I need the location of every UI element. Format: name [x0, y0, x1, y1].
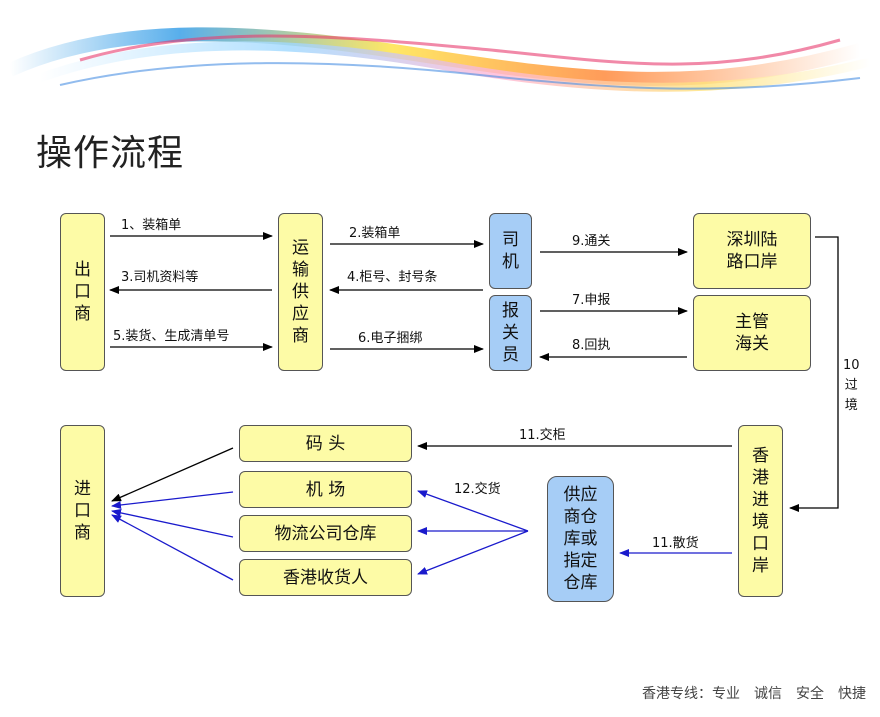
driver-char: 司: [502, 230, 519, 250]
airport-box: 机 场: [239, 471, 412, 508]
customs-line: 海关: [735, 334, 769, 354]
label-1: 1、装箱单: [121, 218, 182, 233]
supplier-warehouse-box: 供应商仓库或指定仓库: [547, 476, 614, 602]
label-5: 5.装货、生成清单号: [113, 329, 230, 344]
label-4: 4.柜号、封号条: [347, 270, 438, 285]
label-10: 10 过 境: [843, 356, 860, 416]
supplier-line: 商仓: [563, 507, 598, 527]
label-10-char: 过: [844, 378, 858, 393]
label-10-char: 境: [844, 398, 858, 413]
exporter-char: 出: [74, 260, 91, 280]
hk-port-char: 进: [752, 490, 769, 510]
exporter-box: 出口商: [60, 213, 105, 371]
customs-broker-box: 报关员: [489, 295, 532, 371]
pier-label: 码 头: [305, 433, 346, 454]
driver-char: 机: [502, 252, 519, 272]
hk-port-char: 岸: [752, 556, 769, 576]
arrow-warehouse-importer: [111, 508, 234, 538]
hk-port-char: 境: [752, 512, 769, 532]
exporter-char: 商: [74, 304, 91, 324]
arrow-consignee-importer: [111, 514, 234, 581]
label-9: 9.通关: [572, 234, 611, 249]
label-11-handover: 11.交柜: [519, 428, 566, 443]
footer-slogan: 香港专线：专业 诚信 安全 快捷: [642, 686, 866, 702]
pier-box: 码 头: [239, 425, 412, 462]
hk-port-char: 口: [752, 534, 769, 554]
arrow-12-airport: [417, 490, 529, 532]
transport-char: 供: [292, 282, 309, 302]
page-title: 操作流程: [36, 133, 185, 174]
hk-port-char: 港: [752, 468, 769, 488]
hk-entry-port-box: 香港进境口岸: [738, 425, 783, 597]
shenzhen-port-box: 深圳陆路口岸: [693, 213, 811, 289]
driver-box: 司机: [489, 213, 532, 289]
label-6: 6.电子捆绑: [358, 331, 423, 346]
arrow-pier-importer: [111, 447, 234, 502]
supplier-line: 仓库: [563, 573, 598, 593]
broker-char: 报: [502, 301, 519, 321]
importer-char: 口: [74, 501, 91, 521]
supplier-line: 供应: [563, 485, 598, 505]
customs-box: 主管海关: [693, 295, 811, 371]
importer-char: 商: [74, 523, 91, 543]
sz-port-line: 路口岸: [726, 252, 778, 272]
arrow-airport-importer: [111, 491, 234, 509]
arrow-12-consignee: [417, 530, 529, 575]
airport-label: 机 场: [305, 479, 346, 500]
warehouse-label: 物流公司仓库: [274, 523, 377, 544]
label-10-num: 10: [843, 358, 860, 373]
label-8: 8.回执: [572, 338, 611, 353]
importer-box: 进口商: [60, 425, 105, 597]
transport-char: 运: [292, 238, 309, 258]
logistics-warehouse-box: 物流公司仓库: [239, 515, 412, 552]
hk-port-char: 香: [752, 446, 769, 466]
decorative-swoosh-banner: [7, 27, 872, 92]
label-3: 3.司机资料等: [121, 270, 199, 285]
label-11-loose: 11.散货: [652, 536, 699, 551]
supplier-line: 指定: [563, 551, 598, 571]
label-2: 2.装箱单: [349, 226, 401, 241]
supplier-line: 库或: [563, 529, 598, 549]
transport-char: 输: [292, 260, 309, 280]
transport-char: 商: [292, 326, 309, 346]
hk-consignee-box: 香港收货人: [239, 559, 412, 596]
broker-char: 员: [502, 345, 519, 365]
transport-supplier-box: 运输供应商: [278, 213, 323, 371]
consignee-label: 香港收货人: [283, 567, 368, 588]
exporter-char: 口: [74, 282, 91, 302]
label-12: 12.交货: [454, 482, 501, 497]
customs-line: 主管: [735, 312, 769, 332]
label-7: 7.申报: [572, 293, 611, 308]
sz-port-line: 深圳陆: [726, 230, 778, 250]
transport-char: 应: [292, 304, 309, 324]
importer-char: 进: [74, 479, 91, 499]
broker-char: 关: [502, 323, 519, 343]
